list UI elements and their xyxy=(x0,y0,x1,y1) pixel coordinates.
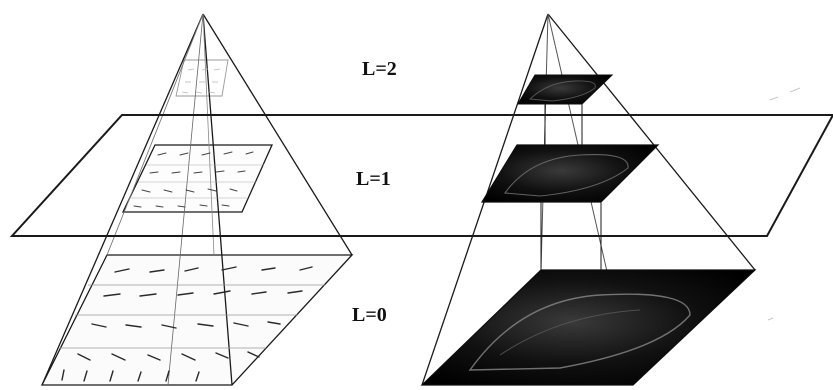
right-pyramid xyxy=(422,14,755,385)
level-0-label: L=0 xyxy=(352,304,387,327)
left-level-2-plane xyxy=(176,60,228,96)
cutting-plane xyxy=(12,115,833,236)
left-edge-3 xyxy=(203,14,352,255)
level-2-label: L=2 xyxy=(362,58,397,81)
left-level-1-plane xyxy=(123,145,272,212)
level-1-label: L=1 xyxy=(356,168,391,191)
left-edge-4 xyxy=(107,14,203,255)
left-pyramid xyxy=(42,14,352,385)
left-level-0-plane xyxy=(42,255,352,385)
right-edge-2 xyxy=(548,14,755,270)
